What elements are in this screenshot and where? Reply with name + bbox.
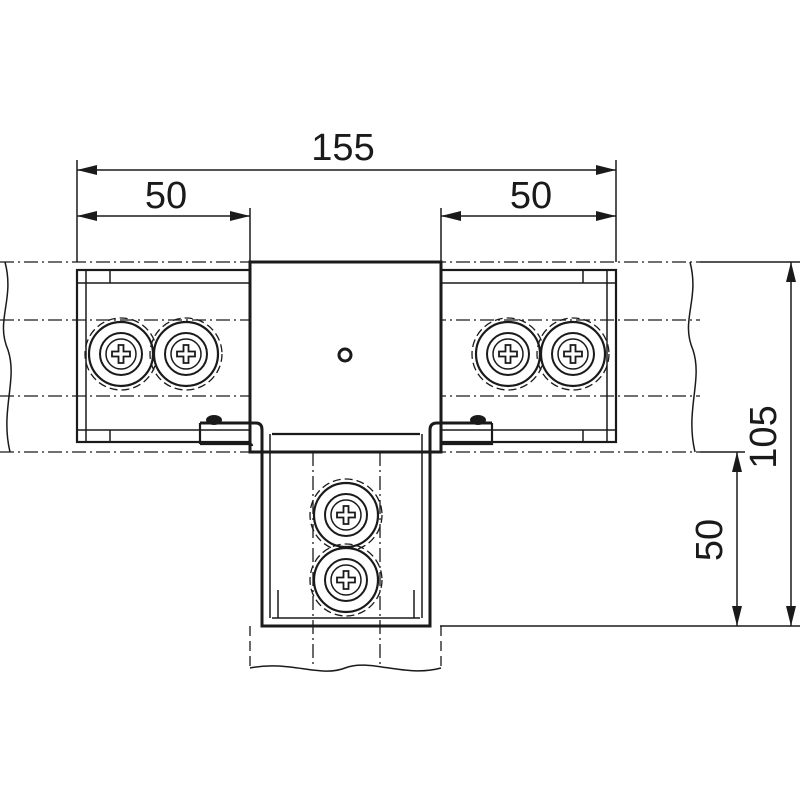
dimension-branch-height: 50 xyxy=(689,451,745,626)
dimension-left-width: 50 xyxy=(77,175,251,262)
dimension-label-left-50: 50 xyxy=(145,175,187,217)
terminal-screw-left-1-icon xyxy=(84,317,158,391)
dimension-label-branch-50: 50 xyxy=(689,519,731,561)
bracket-screw-right-icon xyxy=(470,415,486,425)
dimension-label-155: 155 xyxy=(311,127,374,169)
dimension-right-width: 50 xyxy=(440,175,616,262)
terminal-screw-branch-1-icon xyxy=(309,478,383,552)
housing-branch-body xyxy=(198,415,494,628)
terminal-screws xyxy=(84,317,610,617)
terminal-screw-branch-2-icon xyxy=(309,543,383,617)
terminal-screw-right-2-icon xyxy=(536,317,610,391)
center-hole-icon xyxy=(337,347,353,363)
terminal-screw-right-1-icon xyxy=(471,317,545,391)
center-cover-plate xyxy=(248,260,443,454)
dimension-overall-width: 155 xyxy=(76,127,617,262)
dimension-label-105: 105 xyxy=(743,405,785,468)
dimension-overall-height: 105 xyxy=(440,261,800,627)
terminal-screw-left-2-icon xyxy=(149,317,223,391)
phantom-branch-track xyxy=(249,452,442,672)
bracket-screw-left-icon xyxy=(206,415,222,425)
dimension-label-right-50: 50 xyxy=(510,175,552,217)
